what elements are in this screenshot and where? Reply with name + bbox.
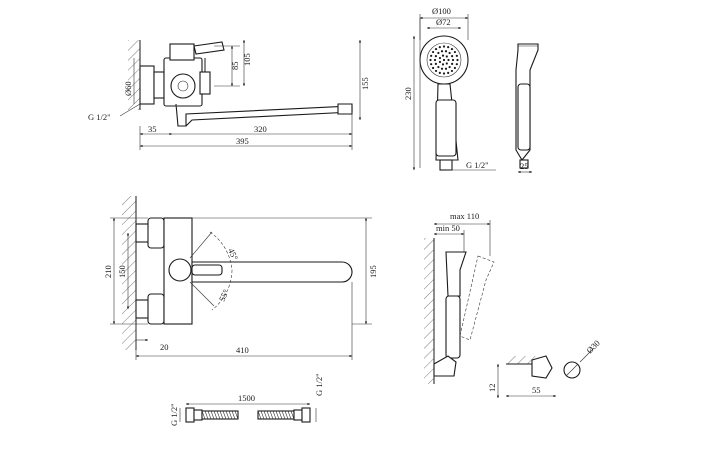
front-view-drawing: 45° 55° 210 150 195 20 410: [103, 196, 378, 360]
holder-drawing: max 110 min 50 Ø30 12 55: [424, 211, 602, 399]
dim-320: 320: [254, 124, 267, 134]
hose-braid: [201, 410, 295, 420]
dim-thread-g12: G 1/2": [88, 112, 111, 122]
dim-max-110: max 110: [450, 211, 479, 221]
dim-diameter-100: Ø100: [432, 6, 451, 16]
dim-195: 195: [368, 265, 378, 278]
dim-55: 55: [532, 385, 541, 395]
wall-hatch-holder: [424, 238, 434, 384]
dim-410: 410: [236, 345, 249, 355]
angle-55: 55°: [217, 288, 231, 303]
dim-25: 25: [520, 161, 529, 171]
wall-hatch-holder-detail: [506, 356, 536, 364]
dim-12: 12: [487, 384, 497, 393]
dim-35: 35: [148, 124, 157, 134]
dim-395: 395: [236, 136, 249, 146]
dim-210: 210: [103, 265, 113, 278]
dim-diameter-72: Ø72: [436, 17, 451, 27]
dim-105: 105: [242, 53, 252, 66]
dim-thread-hose-left: G 1/2": [169, 403, 179, 426]
hose-drawing: 1500 G 1/2" G 1/2": [169, 373, 324, 426]
dim-thread-hose-right: G 1/2": [314, 373, 324, 396]
top-view-drawing: Ø60 85 105 155 G 1/2" 35 320 395: [88, 39, 370, 150]
dim-1500: 1500: [238, 393, 255, 403]
dim-diameter-60: Ø60: [123, 81, 133, 96]
dim-150: 150: [117, 265, 127, 278]
spray-nozzles: [429, 45, 459, 75]
dim-20: 20: [160, 342, 169, 352]
dim-min-50: min 50: [436, 223, 460, 233]
dim-thread-shower: G 1/2": [466, 160, 489, 170]
angle-45: 45°: [226, 247, 240, 262]
dim-diameter-30: Ø30: [584, 338, 601, 355]
shower-head-drawing: Ø100 Ø72 230 G 1/2" 25: [403, 6, 539, 174]
dim-155: 155: [360, 77, 370, 90]
dim-230: 230: [403, 87, 413, 100]
dim-85: 85: [230, 62, 240, 71]
